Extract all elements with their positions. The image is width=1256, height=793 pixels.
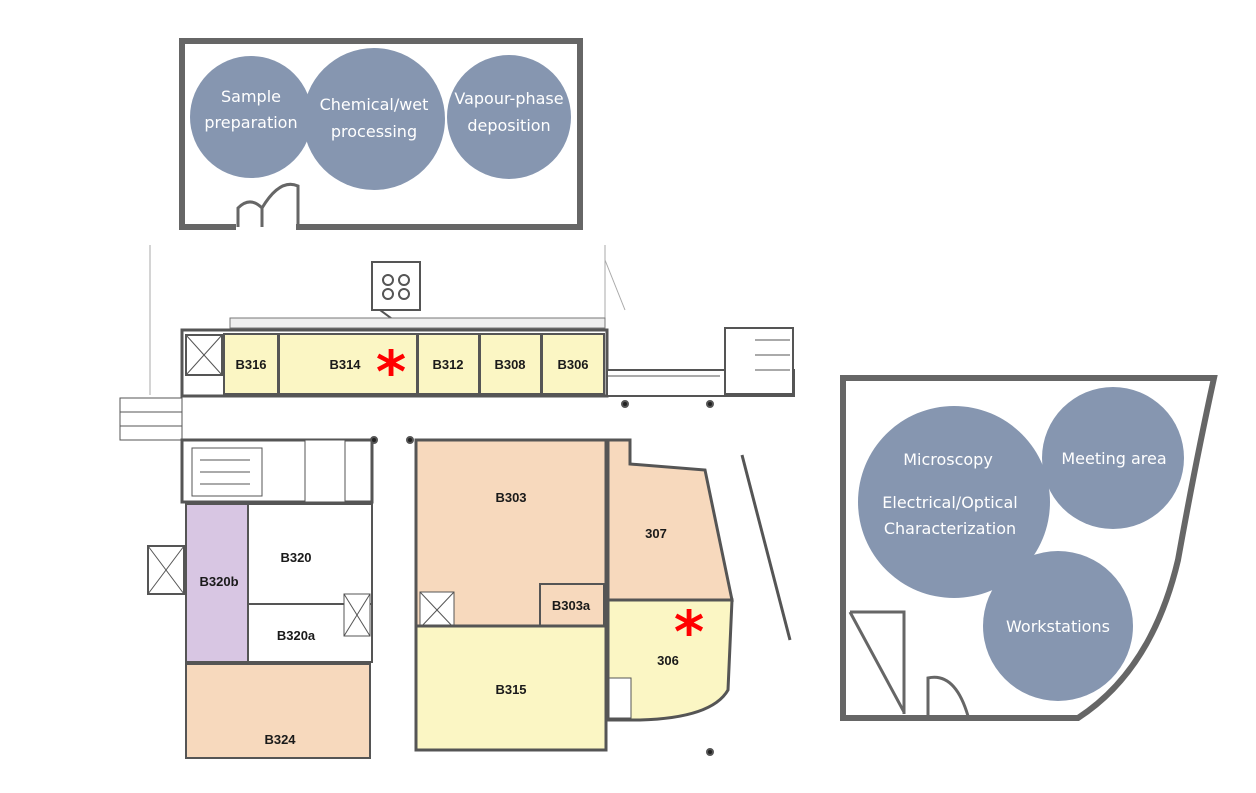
room-b306 [541,333,605,395]
workstations-zone [983,551,1133,701]
meeting-area-label: Meeting area [1061,449,1166,468]
stair-steps [200,459,250,485]
room-b303a [539,583,605,627]
column [370,436,378,444]
label-b316: B316 [235,357,266,372]
label-b320b: B320b [199,574,238,589]
label-b312: B312 [432,357,463,372]
shaft-cross [419,591,455,629]
fan-icon [382,288,394,300]
side-stair-cross [147,545,185,595]
vapour-deposition-label-1: Vapour-phase [454,89,563,108]
shaft-cross [343,593,371,637]
label-b320: B320 [280,550,311,565]
shaft-box-right [608,677,632,719]
stair-cross [185,334,223,376]
electrical-optical-label-1: Electrical/Optical [882,493,1017,512]
chemical-processing-zone [303,48,445,190]
top-zone-door-gap [236,213,296,231]
column [706,400,714,408]
marker-b314: * [376,338,406,406]
room-b320b [185,503,249,663]
floor-plan [119,245,795,759]
room-b314 [278,333,418,395]
label-b320a: B320a [277,628,316,643]
room-306 [606,598,734,722]
window-band [229,317,606,329]
meeting-area-zone [1042,387,1184,529]
room-b324 [185,663,371,759]
room-b320 [247,503,373,605]
microscopy-label: Microscopy [903,450,993,469]
column [621,400,629,408]
label-b306: B306 [557,357,588,372]
right-zone-diagram: Microscopy Electrical/Optical Characteri… [840,375,1218,721]
chemical-processing-label-1: Chemical/wet [320,95,429,114]
vapour-deposition-label-2: deposition [467,116,550,135]
ventilation-unit [371,261,421,311]
label-b308: B308 [494,357,525,372]
microscopy-zone [858,406,1050,598]
room-b312 [417,333,480,395]
electrical-optical-label-2: Characterization [884,519,1016,538]
stairwell-right [724,327,794,395]
workstations-label: Workstations [1006,617,1110,636]
outer-wall-diagonal [740,454,792,641]
stair-steps [755,339,790,371]
label-306: 306 [657,653,679,668]
marker-306: * [674,598,704,666]
top-zone-diagram: Sample preparation Chemical/wet processi… [179,38,583,231]
entrance [119,397,183,441]
column [406,436,414,444]
label-b315: B315 [495,682,526,697]
sample-preparation-label-2: preparation [204,113,297,132]
label-b314: B314 [329,357,361,372]
sample-preparation-zone [190,56,312,178]
construction-line [604,259,626,311]
label-307: 307 [645,526,667,541]
fan-icon [398,288,410,300]
wc-box [304,439,346,503]
chemical-processing-label-2: processing [331,122,417,141]
top-zone-door-right [260,182,300,227]
vapour-deposition-zone [447,55,571,179]
room-307 [606,438,734,602]
room-b315 [414,624,608,752]
fan-icon [398,274,410,286]
sample-preparation-label-1: Sample [221,87,281,106]
right-zone-stair-detail [848,610,906,714]
fan-icon [382,274,394,286]
right-zone-door [926,675,970,717]
label-b303: B303 [495,490,526,505]
label-b303a: B303a [552,598,591,613]
column [706,748,714,756]
room-b308 [479,333,542,395]
label-b324: B324 [264,732,296,747]
